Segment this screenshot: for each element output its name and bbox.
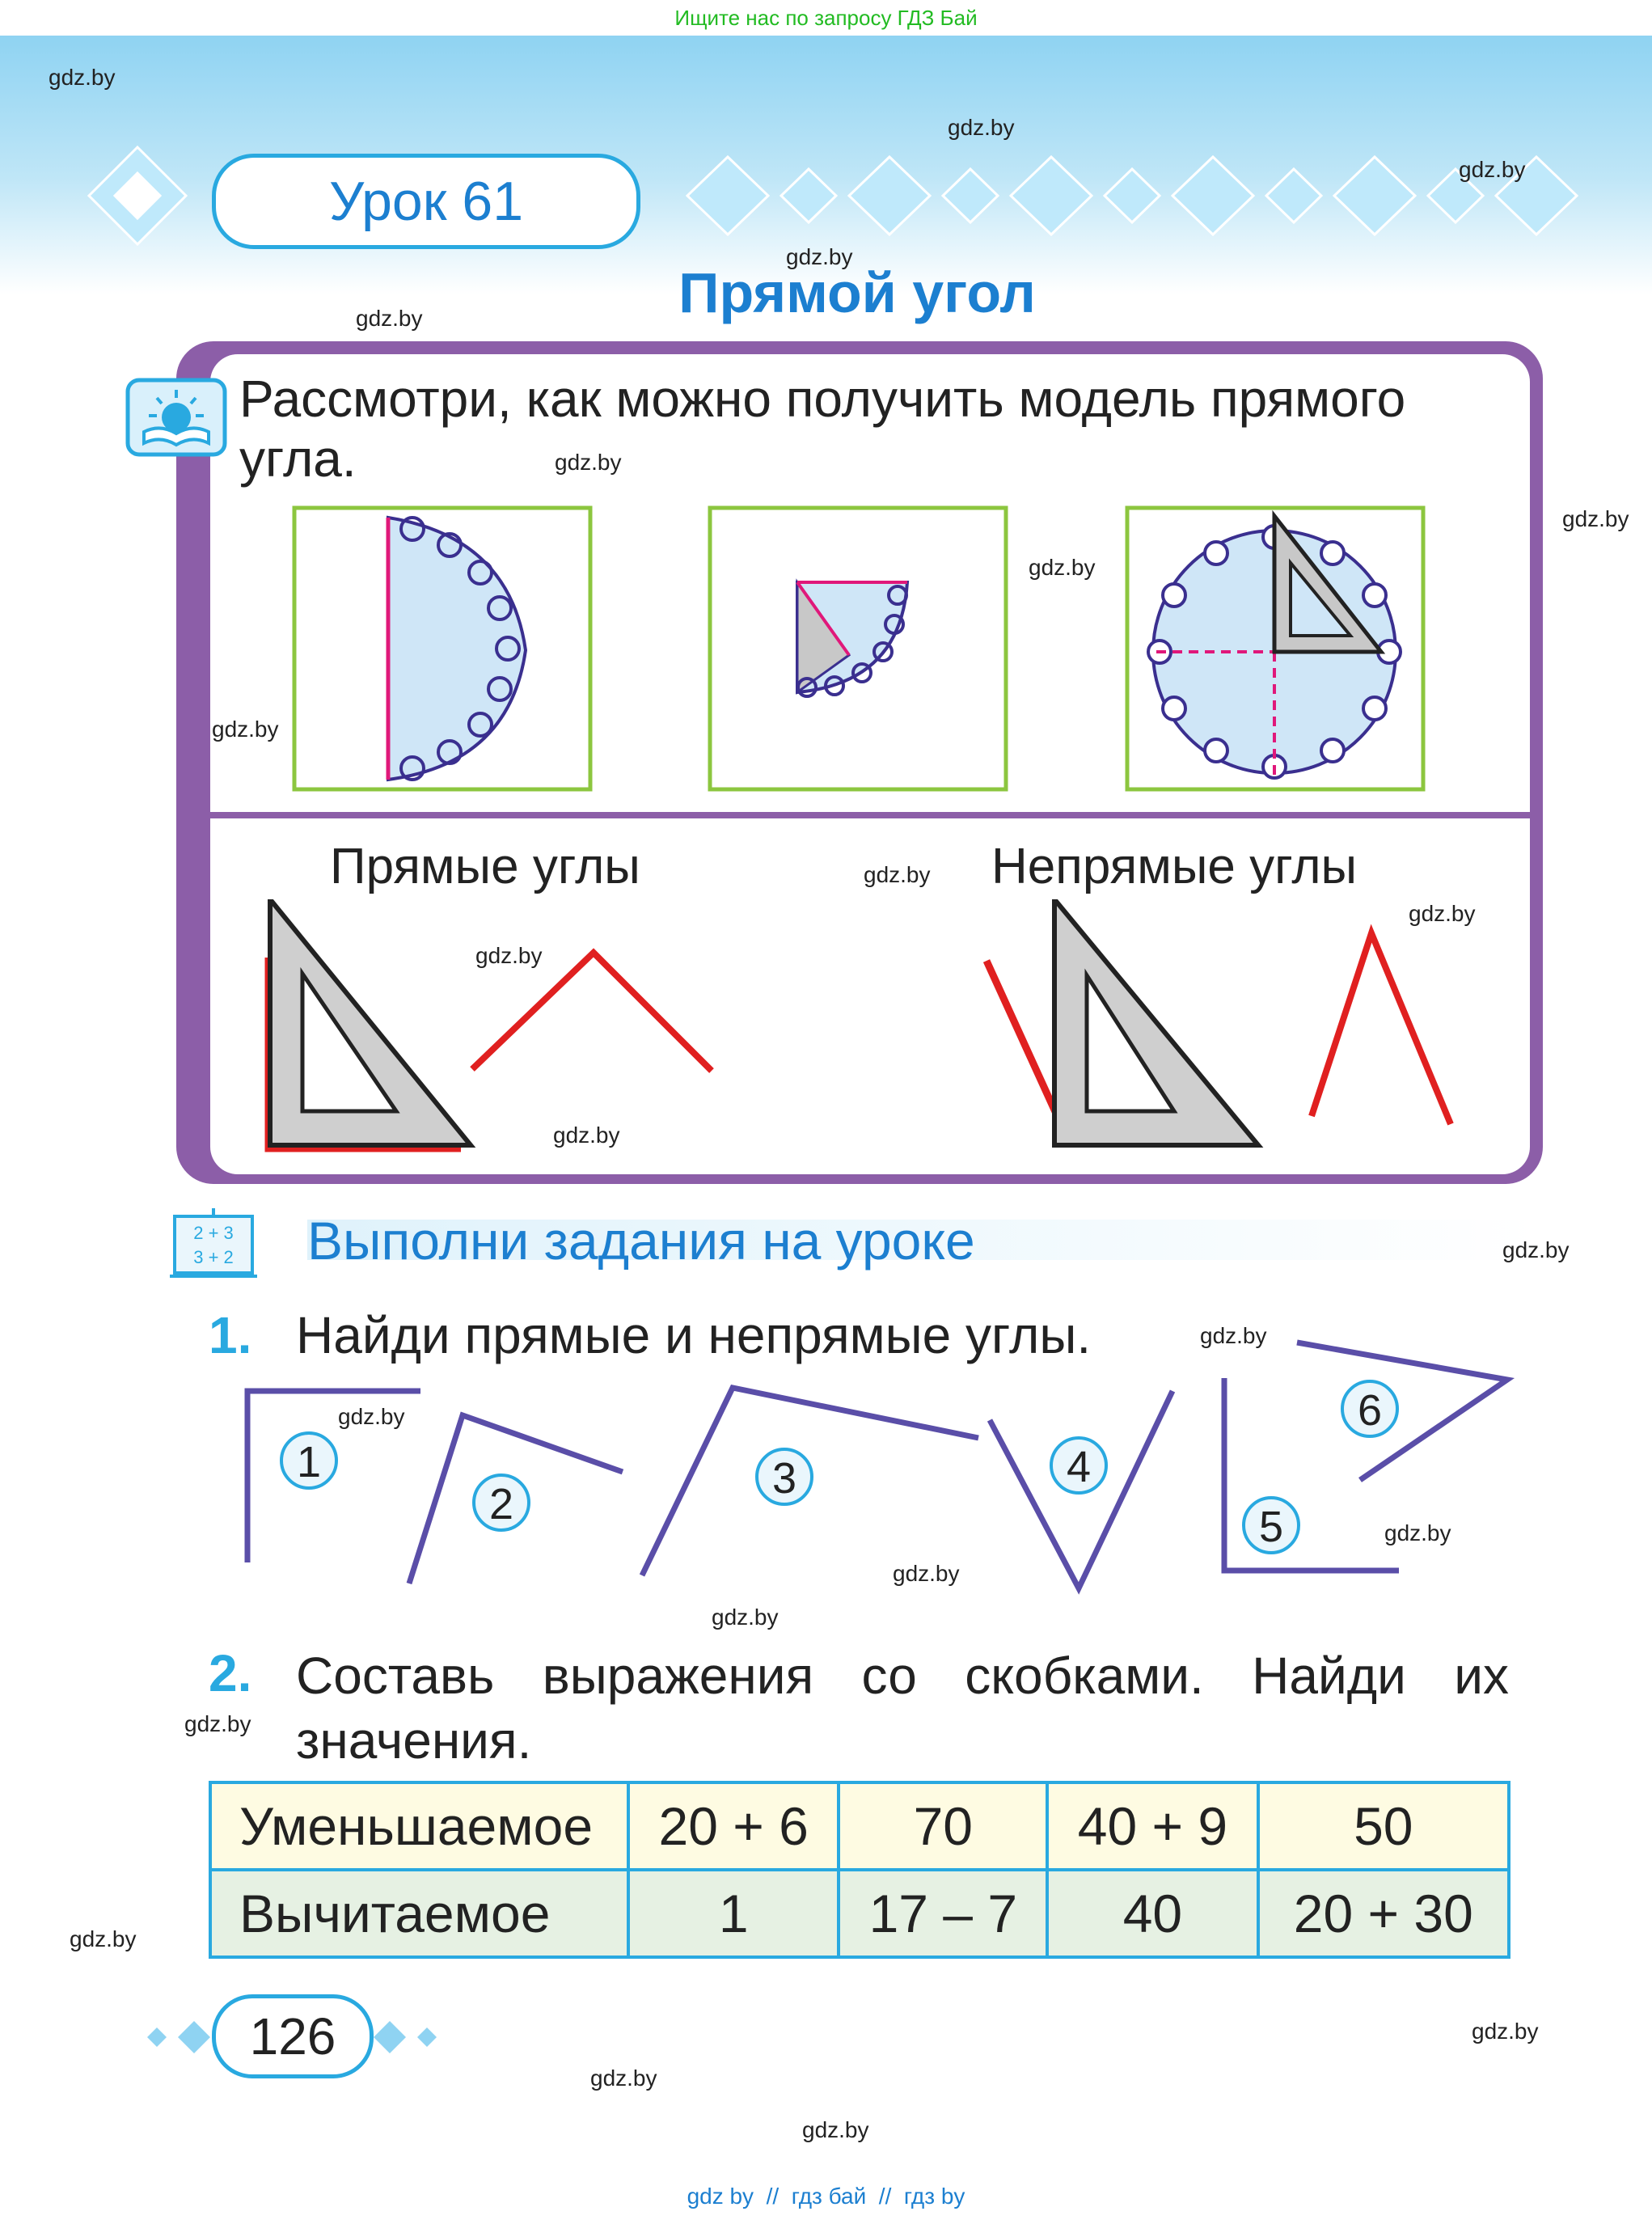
watermark: gdz.by bbox=[893, 1561, 960, 1586]
angle-number-5: 5 bbox=[1259, 1503, 1283, 1551]
angle-number-3: 3 bbox=[772, 1454, 796, 1503]
right-angle-with-triangle bbox=[264, 899, 476, 1152]
task-2-number: 2. bbox=[209, 1644, 252, 1702]
watermark: gdz.by bbox=[786, 244, 853, 269]
top-banner: Ищите нас по запросу ГДЗ Бай bbox=[0, 0, 1652, 36]
board-icon: 2 + 3 3 + 2 bbox=[170, 1208, 257, 1278]
right-angles-label: Прямые углы bbox=[330, 839, 640, 894]
angle-number-2: 2 bbox=[489, 1480, 513, 1528]
watermark: gdz.by bbox=[1029, 555, 1096, 580]
watermark: gdz.by bbox=[712, 1605, 779, 1630]
watermark: gdz.by bbox=[1562, 506, 1629, 531]
table-cell: 20 + 6 bbox=[626, 1781, 841, 1871]
table-cell: 17 – 7 bbox=[837, 1868, 1050, 1959]
angle-number-6: 6 bbox=[1358, 1386, 1382, 1435]
book-sun-icon bbox=[125, 378, 227, 457]
angle-number-1: 1 bbox=[297, 1438, 321, 1486]
acute-angle-red bbox=[1308, 924, 1454, 1126]
angle-number-4: 4 bbox=[1067, 1443, 1091, 1491]
watermark: gdz.by bbox=[590, 2065, 657, 2091]
angles-exercise: 1 2 3 4 5 6 bbox=[244, 1339, 1515, 1595]
page-title: Прямой угол bbox=[678, 261, 1036, 324]
obtuse-angle-with-triangle bbox=[982, 899, 1264, 1148]
watermark: gdz.by bbox=[49, 65, 116, 90]
folded-quarter-circle-picture bbox=[708, 505, 1008, 792]
page-number: 126 bbox=[212, 1994, 374, 2078]
watermark: gdz.by bbox=[1459, 157, 1526, 182]
angle-examples bbox=[264, 899, 1454, 1152]
task-1-text: Найди прямые и непрямые углы. bbox=[296, 1306, 1092, 1364]
watermark: gdz.by bbox=[1502, 1237, 1570, 1262]
watermark: gdz.by bbox=[1200, 1323, 1267, 1348]
watermark: gdz.by bbox=[70, 1926, 137, 1951]
folded-half-circle-picture bbox=[292, 505, 593, 792]
angle-3 bbox=[639, 1385, 979, 1577]
ornament-pattern bbox=[87, 145, 1579, 247]
right-angle-red bbox=[470, 948, 714, 1073]
folding-illustrations bbox=[292, 505, 1426, 792]
watermark: gdz.by bbox=[802, 2117, 869, 2142]
board-line-2: 3 + 2 bbox=[193, 1247, 234, 1267]
table-cell: 50 bbox=[1256, 1781, 1511, 1871]
task-2-text: Составь выражения со скобками. Найди их … bbox=[296, 1647, 1509, 1769]
angle-1 bbox=[244, 1388, 420, 1562]
watermark: gdz.by bbox=[864, 862, 931, 887]
non-right-angles-label: Непрямые углы bbox=[991, 839, 1358, 894]
intro-text: Рассмотри, как можно получить модель пря… bbox=[239, 370, 1406, 488]
angle-6 bbox=[1296, 1339, 1515, 1482]
angle-2 bbox=[406, 1411, 624, 1585]
watermark: gdz.by bbox=[1384, 1520, 1451, 1545]
watermark: gdz.by bbox=[1409, 901, 1476, 926]
angle-5 bbox=[1221, 1378, 1399, 1574]
table-row: Уменьшаемое 20 + 6 70 40 + 9 50 bbox=[209, 1781, 1511, 1871]
table-cell: 1 bbox=[626, 1868, 841, 1959]
table-row: Вычитаемое 1 17 – 7 40 20 + 30 bbox=[209, 1868, 1511, 1959]
watermark: gdz.by bbox=[555, 450, 622, 475]
board-line-1: 2 + 3 bbox=[193, 1223, 234, 1243]
table-cell: 70 bbox=[837, 1781, 1050, 1871]
row-label-subtrahend: Вычитаемое bbox=[209, 1868, 630, 1959]
expressions-table: Уменьшаемое 20 + 6 70 40 + 9 50 Вычитаем… bbox=[209, 1781, 1511, 1959]
watermark: gdz.by bbox=[356, 306, 423, 331]
watermark: gdz.by bbox=[184, 1711, 251, 1736]
task-heading-band bbox=[307, 1220, 1536, 1260]
watermark: gdz.by bbox=[553, 1123, 620, 1148]
unfolded-circle-with-triangle-picture bbox=[1125, 505, 1426, 792]
watermark: gdz.by bbox=[338, 1404, 405, 1429]
table-cell: 40 + 9 bbox=[1046, 1781, 1260, 1871]
watermark: gdz.by bbox=[212, 717, 279, 742]
task-1-number: 1. bbox=[209, 1306, 252, 1364]
watermark: gdz.by bbox=[948, 115, 1015, 140]
lesson-badge: Урок 61 bbox=[212, 154, 640, 249]
watermark: gdz.by bbox=[475, 943, 543, 968]
row-label-minuend: Уменьшаемое bbox=[209, 1781, 630, 1871]
table-cell: 20 + 30 bbox=[1256, 1868, 1511, 1959]
page-ornament bbox=[147, 2021, 437, 2053]
table-cell: 40 bbox=[1046, 1868, 1260, 1959]
watermark: gdz.by bbox=[1472, 2019, 1539, 2044]
do-tasks-heading: Выполни задания на уроке bbox=[307, 1211, 975, 1271]
angle-4 bbox=[987, 1389, 1176, 1595]
footer-links: gdz by // гдз бай // гдз by bbox=[687, 2184, 965, 2209]
